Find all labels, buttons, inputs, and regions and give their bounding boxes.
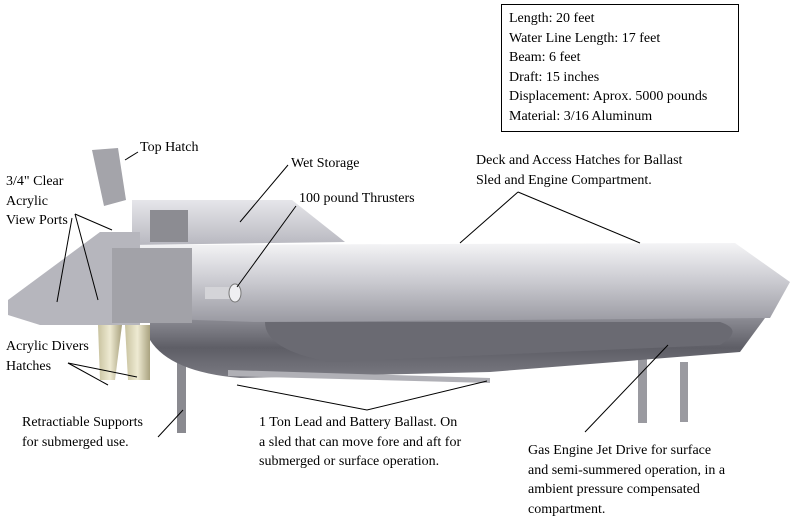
thruster (205, 283, 242, 303)
spec-displacement: Displacement: Aprox. 5000 pounds (509, 89, 708, 105)
spec-length: Length: 20 feet (509, 11, 595, 26)
label-thrusters: 100 pound Thrusters (299, 191, 415, 206)
specifications-box: Length: 20 feet Water Line Length: 17 fe… (501, 4, 739, 132)
bow (8, 232, 140, 325)
supports (177, 345, 688, 433)
top-hatch (92, 148, 126, 206)
ballast-rail (228, 370, 490, 383)
spec-waterline: Water Line Length: 17 feet (509, 30, 661, 46)
cockpit-window (112, 248, 192, 323)
label-wet-storage: Wet Storage (291, 156, 360, 171)
leader-lines (56, 151, 669, 438)
spec-beam: Beam: 6 feet (509, 50, 581, 66)
spec-draft: Draft: 15 inches (509, 69, 600, 85)
cabin-window (150, 210, 188, 242)
label-top-hatch: Top Hatch (140, 140, 199, 155)
side-cylinder (265, 322, 733, 362)
upper-hull (140, 243, 790, 322)
divers-hatches (98, 325, 150, 380)
spec-material: Material: 3/16 Aluminum (509, 108, 653, 124)
